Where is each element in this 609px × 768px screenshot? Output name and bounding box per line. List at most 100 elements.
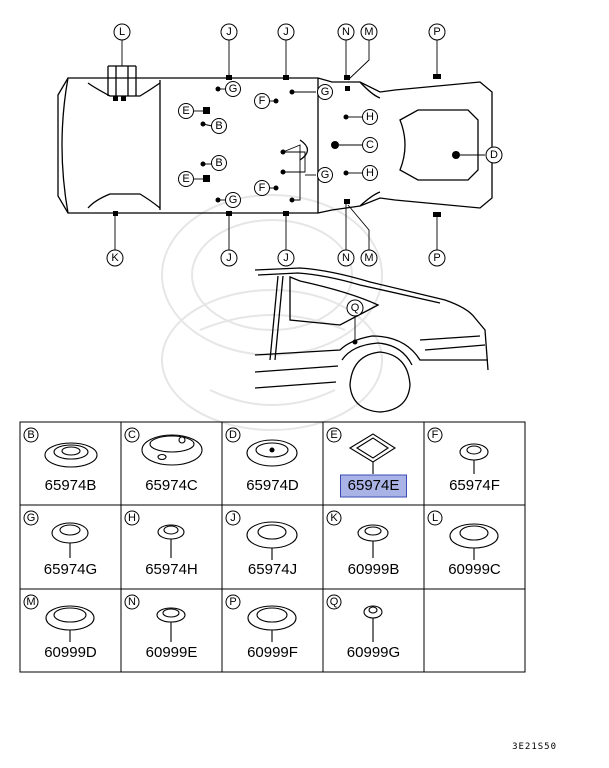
- part-letter: C: [128, 429, 136, 441]
- car-side-view: [254, 267, 489, 413]
- grommet-C-icon: [141, 434, 203, 466]
- part-letter-badge: [326, 510, 342, 526]
- callout-D: D: [485, 146, 503, 164]
- part-cell-F[interactable]: F 65974F: [427, 427, 500, 494]
- svg-text:J: J: [283, 252, 289, 264]
- part-cell-C[interactable]: C 65974C: [124, 427, 198, 494]
- svg-text:G: G: [229, 194, 238, 206]
- grommet-F-icon: [459, 443, 489, 474]
- grid-lines: [19, 421, 526, 673]
- part-cell-L[interactable]: L 60999C: [427, 510, 501, 578]
- grommet-M-icon: [45, 605, 95, 642]
- part-cell-K[interactable]: K 60999B: [326, 510, 400, 578]
- part-number[interactable]: 65974B: [45, 477, 97, 494]
- part-number[interactable]: 65974J: [248, 561, 297, 578]
- svg-text:H: H: [366, 167, 374, 179]
- part-letter: B: [27, 429, 34, 441]
- floor-callouts: L J J N M P G G G G E E B B F F H C H D …: [106, 23, 503, 267]
- svg-text:Q: Q: [351, 302, 360, 314]
- callout-M-bottom: M: [360, 249, 378, 267]
- callout-F-2: F: [254, 180, 270, 196]
- svg-text:N: N: [342, 26, 350, 38]
- part-number[interactable]: 65974D: [246, 477, 299, 494]
- callout-J-top-1: J: [220, 23, 238, 41]
- svg-text:C: C: [366, 139, 374, 151]
- part-cell-D[interactable]: D 65974D: [225, 427, 299, 494]
- callout-G-1: G: [225, 81, 241, 97]
- part-number[interactable]: 65974E: [348, 477, 400, 494]
- svg-text:H: H: [366, 111, 374, 123]
- svg-text:M: M: [364, 252, 373, 264]
- part-letter: M: [26, 596, 35, 608]
- svg-text:P: P: [433, 26, 440, 38]
- callout-P-bottom: P: [428, 249, 446, 267]
- grommet-L-icon: [449, 523, 499, 560]
- part-letter: F: [432, 429, 439, 441]
- part-letter-badge: [326, 594, 342, 610]
- part-number[interactable]: 60999D: [44, 644, 97, 661]
- callout-G-3: G: [317, 84, 333, 100]
- part-letter-badge: [124, 427, 140, 443]
- part-cell-P[interactable]: P 60999F: [225, 594, 298, 661]
- part-letter: D: [229, 429, 237, 441]
- callout-P-top: P: [428, 23, 446, 41]
- part-number[interactable]: 60999C: [448, 561, 501, 578]
- part-number[interactable]: 60999F: [247, 644, 298, 661]
- svg-text:J: J: [226, 252, 232, 264]
- part-cell-M[interactable]: M 60999D: [23, 594, 97, 661]
- callout-L-top: L: [113, 23, 131, 41]
- watermark: [161, 194, 383, 431]
- part-letter-badge: [23, 510, 39, 526]
- part-number[interactable]: 60999E: [146, 644, 198, 661]
- callout-H-1: H: [362, 109, 378, 125]
- callout-J-bottom-2: J: [277, 249, 295, 267]
- part-number[interactable]: 65974C: [145, 477, 198, 494]
- callout-N-bottom: N: [337, 249, 355, 267]
- callout-J-top-2: J: [277, 23, 295, 41]
- callout-Q-group: Q: [346, 299, 364, 345]
- svg-text:F: F: [259, 95, 266, 107]
- part-letter: P: [229, 596, 236, 608]
- svg-text:K: K: [111, 252, 119, 264]
- svg-text:M: M: [364, 26, 373, 38]
- part-number[interactable]: 60999G: [347, 644, 400, 661]
- part-letter: N: [128, 596, 136, 608]
- part-cell-N[interactable]: N 60999E: [124, 594, 198, 661]
- callout-G-4: G: [317, 167, 333, 183]
- plug-E-icon: [348, 433, 397, 474]
- svg-text:L: L: [119, 26, 125, 38]
- part-number[interactable]: 65974G: [44, 561, 97, 578]
- part-letter-badge: [23, 594, 39, 610]
- svg-text:J: J: [226, 26, 232, 38]
- svg-text:G: G: [321, 86, 330, 98]
- grommet-J-icon: [246, 521, 298, 560]
- part-number[interactable]: 65974H: [145, 561, 198, 578]
- part-cell-B[interactable]: B 65974B: [23, 427, 97, 494]
- part-letter-badge: [225, 594, 241, 610]
- part-letter-badge: [326, 427, 342, 443]
- svg-text:P: P: [433, 252, 440, 264]
- part-letter: K: [330, 512, 338, 524]
- part-number[interactable]: 65974F: [449, 477, 500, 494]
- part-cell-Q[interactable]: Q 60999G: [326, 594, 400, 661]
- grommet-D-icon: [246, 439, 298, 467]
- callout-G-2: G: [225, 192, 241, 208]
- svg-text:B: B: [215, 120, 222, 132]
- part-number[interactable]: 60999B: [348, 561, 400, 578]
- svg-text:N: N: [342, 252, 350, 264]
- svg-text:D: D: [490, 149, 498, 161]
- callout-B-2: B: [211, 155, 227, 171]
- callout-F-1: F: [254, 93, 270, 109]
- highlight-box: [340, 474, 407, 498]
- grommet-B-icon: [44, 442, 98, 468]
- part-letter: Q: [330, 596, 339, 608]
- diagram-code: 3E21S50: [512, 742, 557, 752]
- part-letter: L: [432, 512, 438, 524]
- callout-E-2: E: [178, 171, 194, 187]
